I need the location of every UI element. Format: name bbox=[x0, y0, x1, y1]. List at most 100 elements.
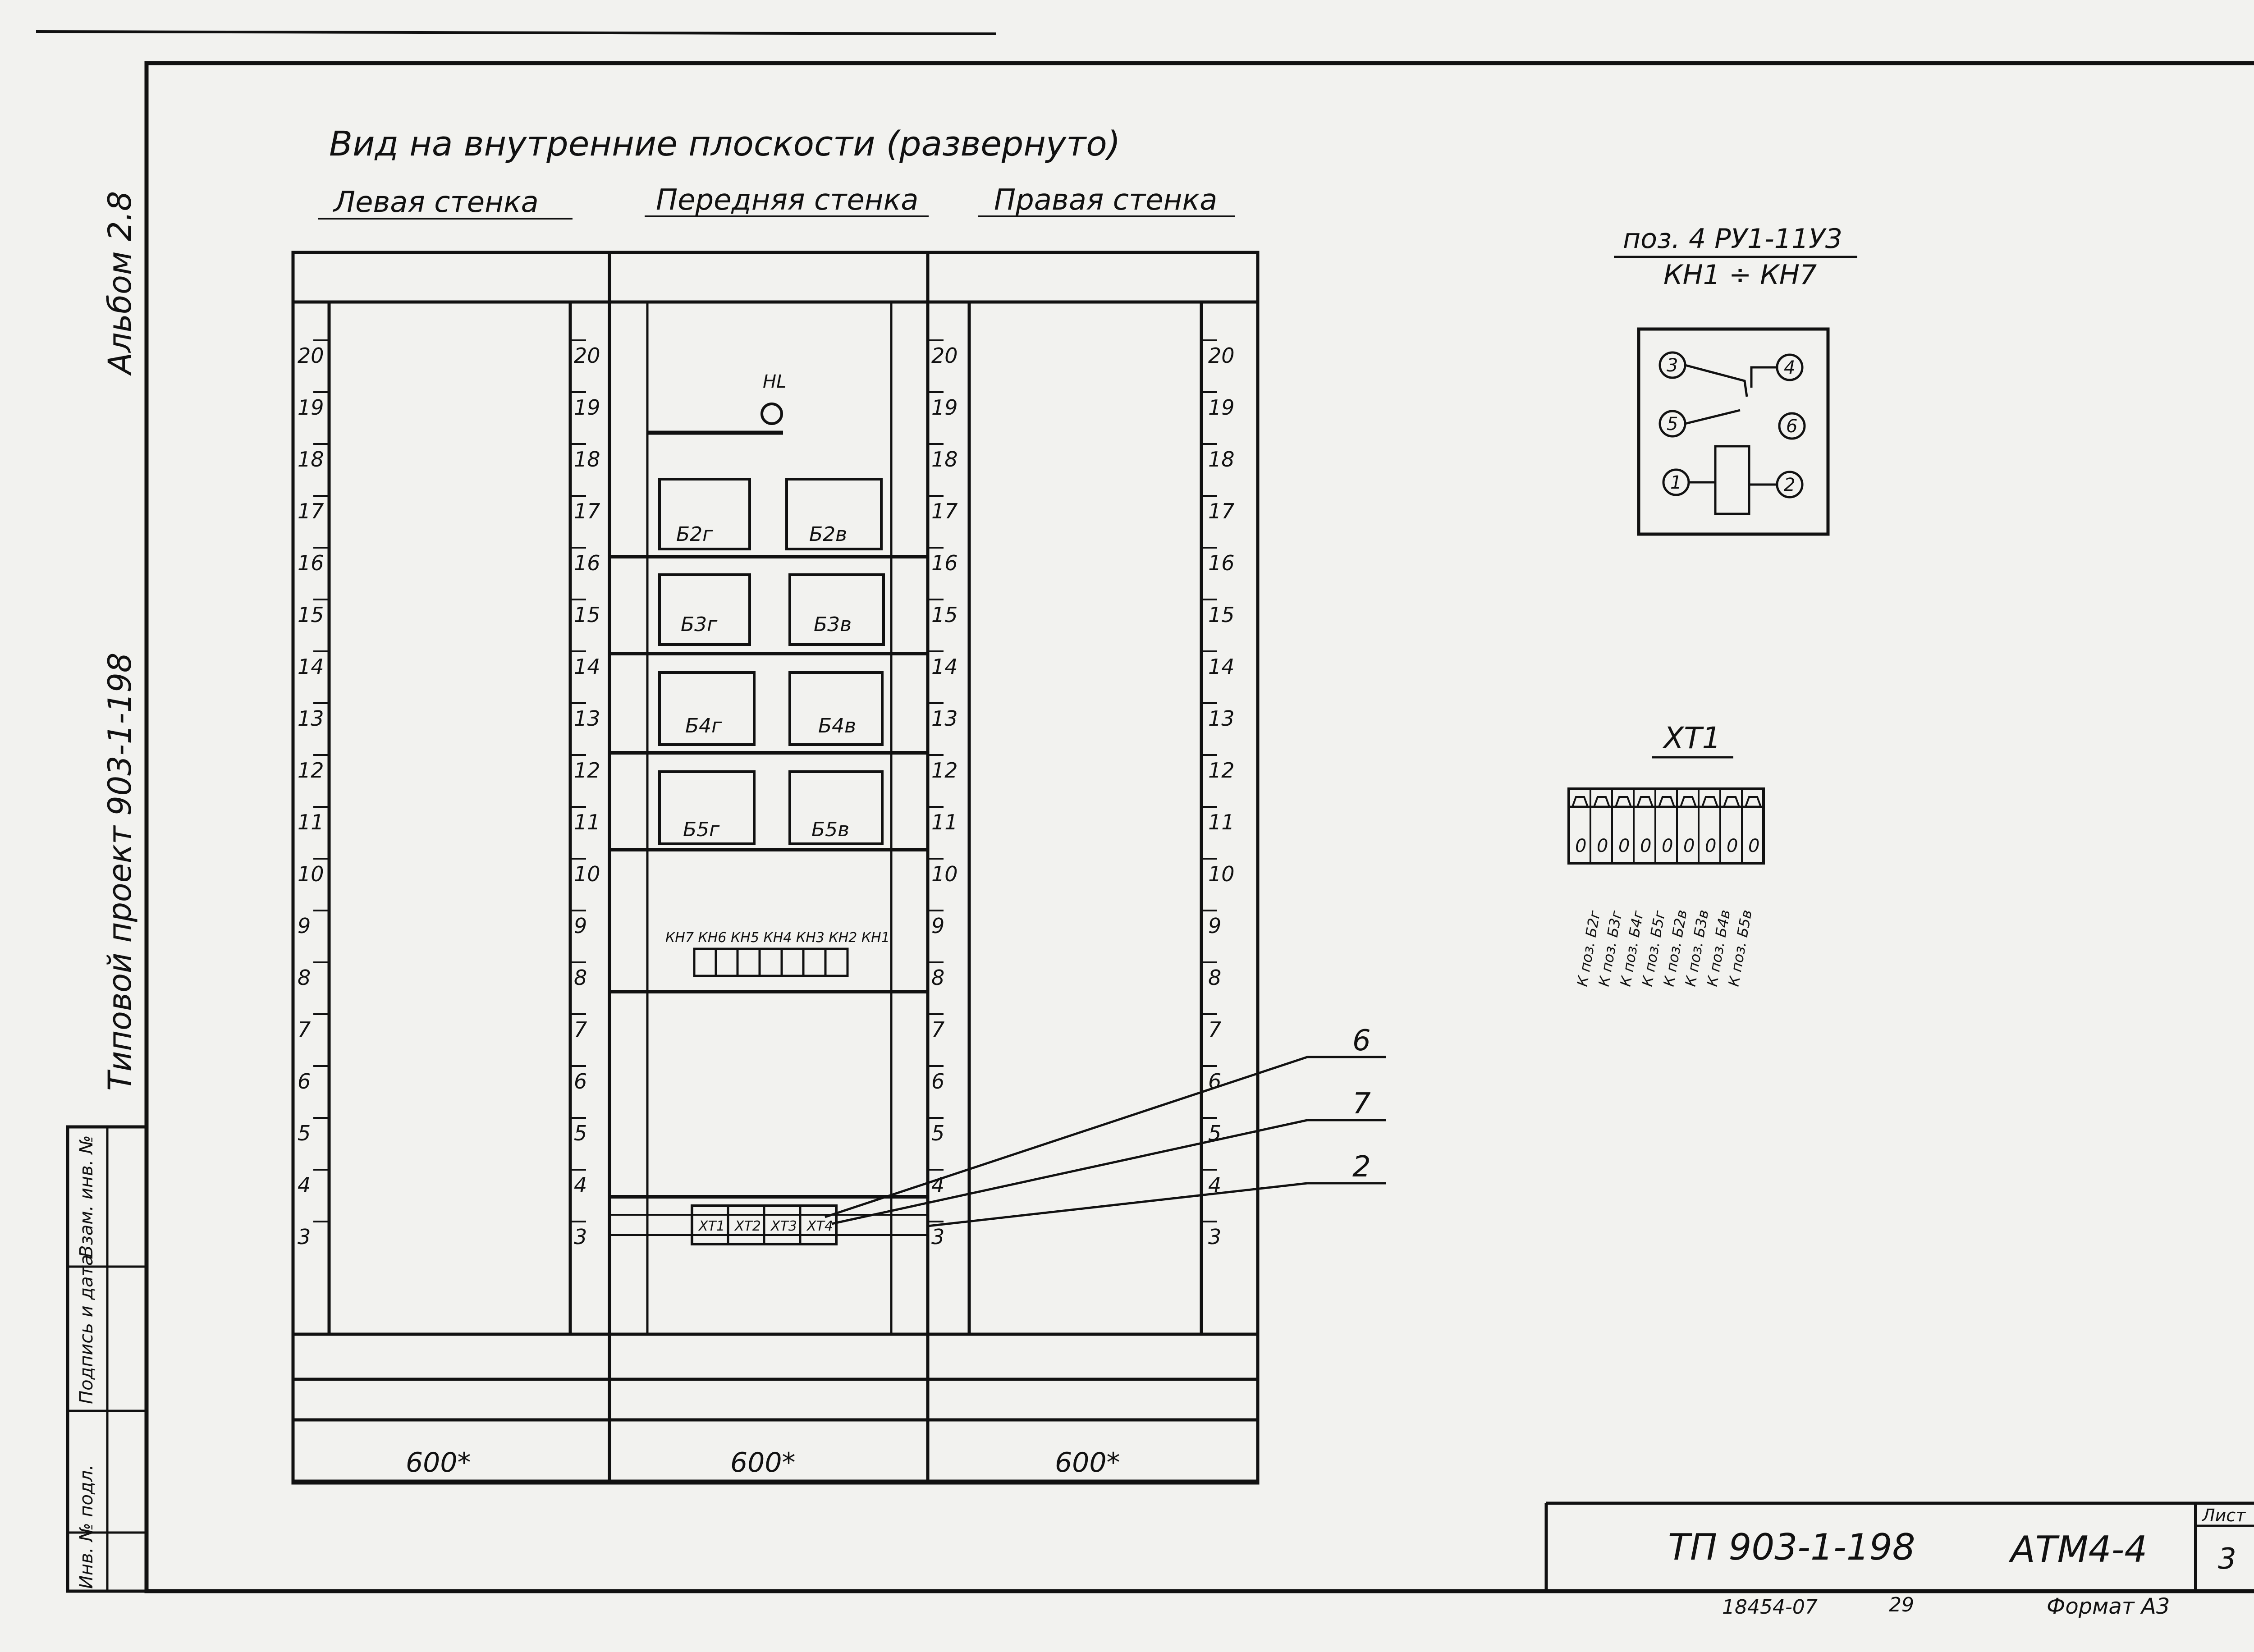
scale-mark-0-9: 9 bbox=[298, 914, 311, 938]
scale-mark-2-15: 15 bbox=[931, 603, 958, 627]
scale-mark-1-5: 5 bbox=[574, 1121, 587, 1145]
xt1-cell-8: 0 bbox=[1727, 836, 1738, 856]
block-b4v-label: Б4в bbox=[818, 714, 856, 737]
block-b5g-label: Б5г bbox=[683, 818, 720, 841]
scale-mark-1-3: 3 bbox=[574, 1225, 587, 1249]
block-b2g bbox=[658, 478, 751, 550]
scale-mark-0-6: 6 bbox=[298, 1069, 311, 1094]
scale-mark-1-10: 10 bbox=[574, 862, 600, 886]
scale-mark-3-14: 14 bbox=[1208, 654, 1235, 679]
stamp-col-1: Инв. № подл. bbox=[76, 1464, 97, 1589]
callout-leaders bbox=[825, 1056, 1386, 1227]
scale-mark-2-10: 10 bbox=[931, 862, 958, 886]
xt1-cell-1: 0 bbox=[1575, 836, 1586, 856]
scale-mark-2-17: 17 bbox=[931, 499, 958, 523]
wall-label-left: Левая стенка bbox=[333, 186, 539, 219]
indicator-lamp-hl bbox=[760, 403, 783, 425]
scale-mark-1-8: 8 bbox=[574, 966, 587, 990]
scale-mark-3-3: 3 bbox=[1208, 1225, 1221, 1249]
scale-mark-3-8: 8 bbox=[1208, 966, 1221, 990]
front-wall-equipment: HL Б2г Б2в Б3г Б3в Б4г Б4в Б5г Б5в КН7 К… bbox=[609, 371, 1386, 1245]
terminal-xt4: ХТ4 bbox=[806, 1218, 833, 1234]
block-b3g-label: Б3г bbox=[681, 613, 718, 636]
scale-mark-1-11: 11 bbox=[574, 810, 600, 834]
scale-mark-3-16: 16 bbox=[1208, 551, 1235, 575]
block-b4v bbox=[788, 671, 884, 746]
pin-4: 4 bbox=[1784, 357, 1795, 378]
cabinet-view bbox=[291, 251, 1260, 1485]
wall-label-right: Правая стенка bbox=[994, 183, 1217, 217]
xt1-cell-3: 0 bbox=[1618, 836, 1630, 856]
album-label: Альбом 2.8 bbox=[101, 191, 138, 376]
sheet-number: 3 bbox=[2218, 1542, 2236, 1576]
scale-mark-2-16: 16 bbox=[931, 551, 958, 575]
terminal-row: ХТ1 ХТ2 ХТ3 ХТ4 bbox=[691, 1204, 838, 1245]
scale-mark-0-3: 3 bbox=[298, 1225, 311, 1249]
scale-mark-1-14: 14 bbox=[574, 654, 600, 679]
width-right: 600* bbox=[1055, 1447, 1120, 1478]
width-front: 600* bbox=[730, 1447, 796, 1478]
scale-mark-0-7: 7 bbox=[298, 1017, 311, 1042]
scale-mark-2-8: 8 bbox=[931, 966, 944, 990]
scale-mark-1-4: 4 bbox=[574, 1173, 587, 1197]
document-code: АТМ4-4 bbox=[2008, 1528, 2147, 1570]
scale-mark-1-9: 9 bbox=[574, 914, 587, 938]
scale-mark-0-11: 11 bbox=[298, 810, 324, 834]
scale-mark-2-7: 7 bbox=[931, 1017, 944, 1042]
block-b2v-label: Б2в bbox=[809, 523, 847, 546]
scale-mark-3-12: 12 bbox=[1208, 758, 1235, 783]
scale-mark-0-12: 12 bbox=[298, 758, 324, 783]
scale-mark-3-20: 20 bbox=[1208, 343, 1235, 368]
block-b2v bbox=[785, 478, 883, 550]
scale-mark-2-19: 19 bbox=[931, 395, 958, 420]
designation: ТП 903-1-198 bbox=[1668, 1526, 1915, 1568]
wall-label-front: Передняя стенка bbox=[656, 183, 919, 217]
scale-mark-3-18: 18 bbox=[1208, 447, 1235, 471]
callout-2: 2 bbox=[1352, 1150, 1371, 1184]
pin-5: 5 bbox=[1667, 414, 1678, 435]
callout-7: 7 bbox=[1352, 1087, 1371, 1121]
pin-1: 1 bbox=[1670, 472, 1681, 493]
scale-mark-0-18: 18 bbox=[298, 447, 324, 471]
stamp-col-2: Подпись и дата bbox=[76, 1255, 97, 1404]
scale-mark-2-3: 3 bbox=[931, 1225, 944, 1249]
rail-scales: 3456789101112131415161718192034567891011… bbox=[298, 339, 1235, 1249]
scale-mark-2-9: 9 bbox=[931, 914, 944, 938]
scale-mark-2-20: 20 bbox=[931, 343, 958, 368]
relay-row-label: КН7 КН6 КН5 КН4 КН3 КН2 КН1 bbox=[665, 930, 890, 946]
scale-mark-2-4: 4 bbox=[931, 1173, 944, 1197]
scale-mark-2-18: 18 bbox=[931, 447, 958, 471]
scale-mark-2-6: 6 bbox=[931, 1069, 944, 1094]
relay-detail: поз. 4 РУ1-11У3 КН1 ÷ КН7 3 4 5 6 1 2 bbox=[1614, 223, 1857, 536]
block-b3v bbox=[788, 573, 885, 646]
scale-mark-0-13: 13 bbox=[298, 706, 324, 731]
scale-mark-0-14: 14 bbox=[298, 654, 324, 679]
top-edge-mark bbox=[36, 30, 997, 35]
scale-mark-1-13: 13 bbox=[574, 706, 600, 731]
scale-mark-0-4: 4 bbox=[298, 1173, 311, 1197]
xt1-cell-9: 0 bbox=[1748, 836, 1759, 856]
block-b4g bbox=[658, 671, 756, 746]
scale-mark-0-19: 19 bbox=[298, 395, 324, 420]
format-label: Формат А3 bbox=[2047, 1594, 2170, 1619]
bottom-number: 29 bbox=[1889, 1593, 1914, 1616]
scale-mark-1-12: 12 bbox=[574, 758, 600, 783]
scale-mark-0-15: 15 bbox=[298, 603, 324, 627]
block-b4g-label: Б4г bbox=[685, 714, 722, 737]
block-b5v bbox=[788, 770, 884, 845]
terminal-xt3: ХТ3 bbox=[770, 1218, 797, 1234]
xt1-cell-7: 0 bbox=[1705, 836, 1716, 856]
sheet-frame bbox=[144, 61, 2254, 1593]
scale-mark-3-7: 7 bbox=[1208, 1017, 1221, 1042]
pin-6: 6 bbox=[1786, 416, 1797, 437]
stamp-col-3: Взам. инв. № bbox=[76, 1135, 97, 1258]
scale-mark-1-20: 20 bbox=[574, 343, 600, 368]
scale-mark-1-19: 19 bbox=[574, 395, 600, 420]
terminal-xt2: ХТ2 bbox=[734, 1218, 761, 1234]
relay-detail-subtitle: КН1 ÷ КН7 bbox=[1663, 259, 1817, 291]
scale-mark-2-13: 13 bbox=[931, 706, 958, 731]
xt1-cell-5: 0 bbox=[1662, 836, 1673, 856]
drawing-title: Вид на внутренние плоскости (развернуто) bbox=[329, 124, 1120, 164]
bottom-code: 18454-07 bbox=[1722, 1596, 1818, 1619]
